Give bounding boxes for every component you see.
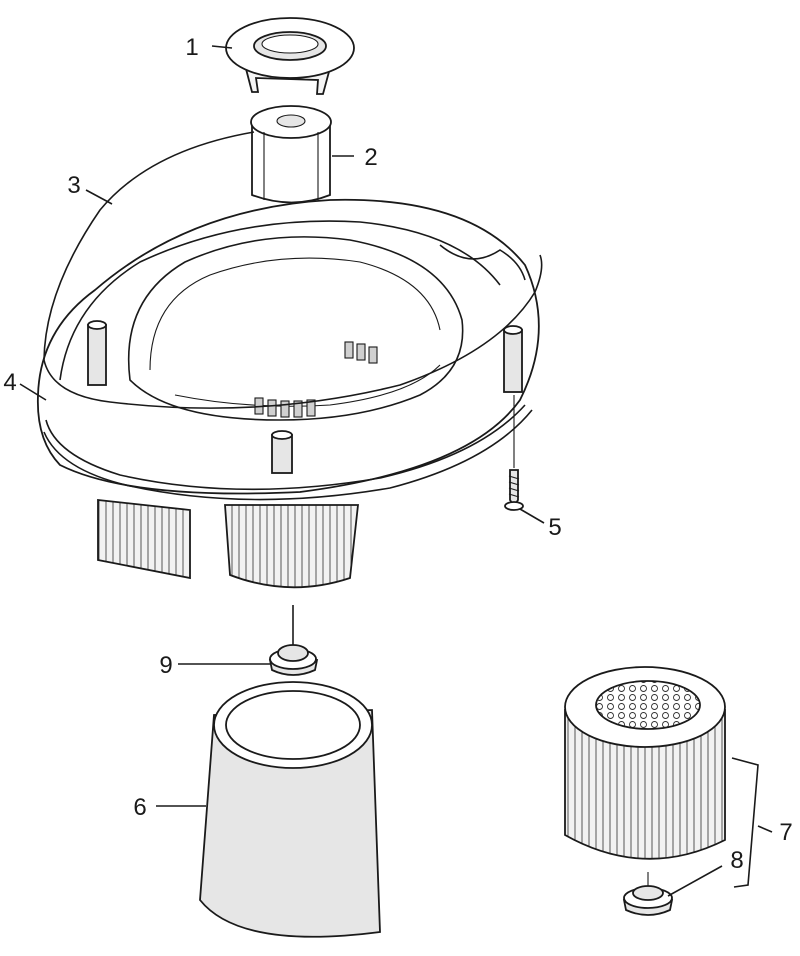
callout-3: 3 [67,172,80,199]
part-8-cap [622,872,674,916]
callout-6: 6 [133,794,146,821]
leader-lines [19,45,773,897]
callout-8: 8 [730,847,743,874]
callout-2: 2 [364,144,377,171]
callout-4: 4 [3,369,16,396]
callout-5: 5 [548,514,561,541]
callout-1: 1 [185,34,198,61]
part-7-cartridge-filter [564,666,726,860]
part-6-filter-bag [199,681,381,938]
part-4-motor-head [36,198,540,589]
callout-7: 7 [779,819,792,846]
callout-9: 9 [159,652,172,679]
part-9-plug [268,605,319,676]
callout-labels: 1 2 3 4 5 6 7 8 9 [3,34,792,874]
part-3-seal-loop [43,131,543,409]
part-5-screw [504,395,524,511]
part-1-retaining-ring [225,17,355,95]
